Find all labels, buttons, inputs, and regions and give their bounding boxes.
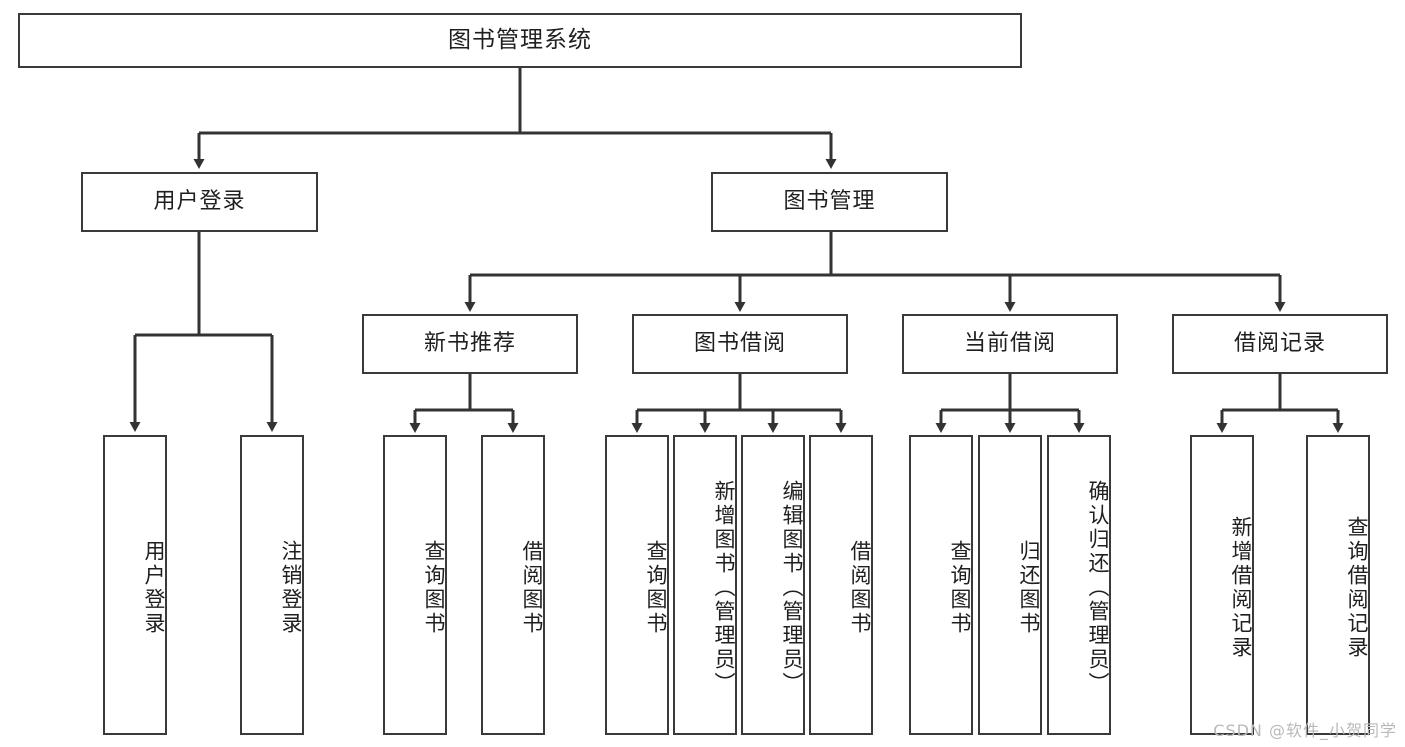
leaf-record-add-record[interactable]: 新增借阅记录 <box>1190 435 1254 735</box>
node-label: 确认归还（管理员） <box>1086 480 1110 696</box>
leaf-user-login-logout[interactable]: 注销登录 <box>240 435 304 735</box>
leaf-record-query-record[interactable]: 查询借阅记录 <box>1306 435 1370 735</box>
leaf-current-return-book[interactable]: 归还图书 <box>978 435 1042 735</box>
leaf-borrow-add-book-admin[interactable]: 新增图书（管理员） <box>673 435 737 735</box>
node-root-system[interactable]: 图书管理系统 <box>18 13 1022 68</box>
node-label: 图书管理系统 <box>448 26 592 53</box>
node-label: 新增图书（管理员） <box>712 480 736 696</box>
node-label: 查询图书 <box>422 540 446 636</box>
node-label: 借阅图书 <box>520 540 544 636</box>
node-label: 当前借阅 <box>963 330 1056 356</box>
node-label: 用户登录 <box>142 540 166 636</box>
node-label: 归还图书 <box>1017 540 1041 636</box>
leaf-borrow-edit-book-admin[interactable]: 编辑图书（管理员） <box>741 435 805 735</box>
node-new-book-recommend[interactable]: 新书推荐 <box>362 314 578 374</box>
node-label: 新增借阅记录 <box>1229 516 1253 660</box>
node-current-borrow[interactable]: 当前借阅 <box>902 314 1118 374</box>
node-label: 借阅图书 <box>848 540 872 636</box>
node-label: 借阅记录 <box>1233 330 1326 356</box>
node-label: 图书借阅 <box>693 330 786 356</box>
watermark-text: CSDN @软件_小贺同学 <box>1213 721 1397 740</box>
leaf-current-confirm-return-admin[interactable]: 确认归还（管理员） <box>1047 435 1111 735</box>
node-label: 用户登录 <box>153 188 246 214</box>
node-label: 编辑图书（管理员） <box>780 480 804 696</box>
node-book-borrow[interactable]: 图书借阅 <box>632 314 848 374</box>
node-borrow-record[interactable]: 借阅记录 <box>1172 314 1388 374</box>
leaf-borrow-borrow-book[interactable]: 借阅图书 <box>809 435 873 735</box>
leaf-recommend-query-book[interactable]: 查询图书 <box>383 435 447 735</box>
node-label: 新书推荐 <box>423 330 516 356</box>
leaf-borrow-query-book[interactable]: 查询图书 <box>605 435 669 735</box>
node-label: 图书管理 <box>783 188 876 214</box>
node-label: 查询图书 <box>948 540 972 636</box>
node-user-login[interactable]: 用户登录 <box>81 172 318 232</box>
leaf-current-query-book[interactable]: 查询图书 <box>909 435 973 735</box>
node-label: 查询借阅记录 <box>1345 516 1369 660</box>
node-label: 查询图书 <box>644 540 668 636</box>
node-book-management[interactable]: 图书管理 <box>711 172 948 232</box>
leaf-user-login-login[interactable]: 用户登录 <box>103 435 167 735</box>
leaf-recommend-borrow-book[interactable]: 借阅图书 <box>481 435 545 735</box>
node-label: 注销登录 <box>279 540 303 636</box>
